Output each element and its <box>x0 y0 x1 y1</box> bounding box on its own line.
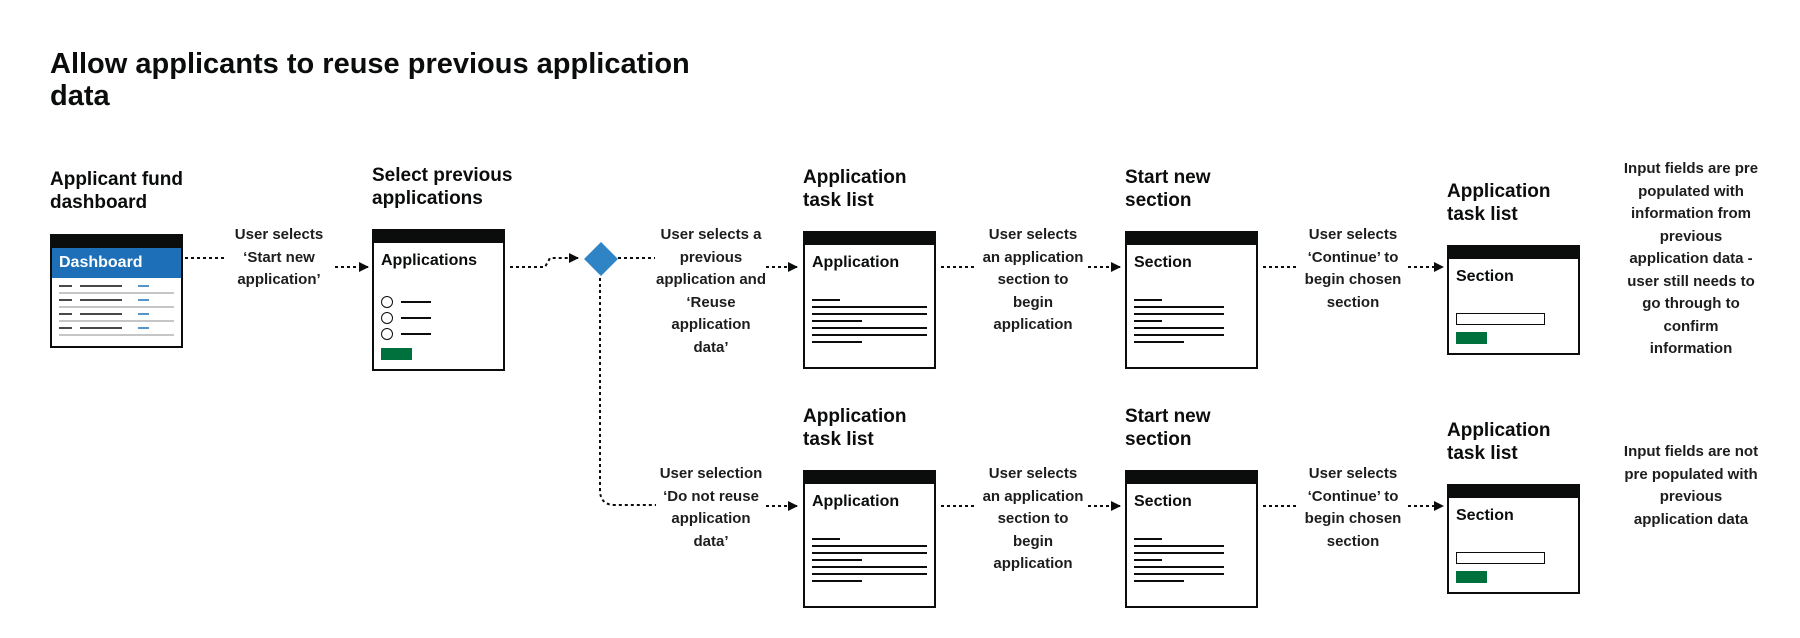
label-reuse: User selects a previous application and … <box>656 226 767 356</box>
screen-title: Section <box>1134 254 1192 271</box>
select-previous-heading: Select previous applications <box>372 165 513 209</box>
top-task-list-heading: Application task list <box>803 167 907 211</box>
connector-to-decision <box>510 253 579 268</box>
radio-circle <box>381 296 393 308</box>
text-line <box>812 306 927 308</box>
text-line <box>1134 299 1162 301</box>
decision-diamond <box>584 242 618 276</box>
label-start-new: User selects ‘Start new application’ <box>234 226 324 288</box>
label-do-not-reuse: User selection ‘Do not reuse application… <box>659 465 763 550</box>
top-application-screen: Application <box>803 231 936 369</box>
connector-decision-down <box>599 278 656 506</box>
bottom-task-list-heading: Application task list <box>803 406 907 450</box>
screen-header-bar <box>805 233 934 245</box>
continue-button <box>1456 571 1487 583</box>
dashboard-table <box>59 285 174 336</box>
radio-option <box>381 296 431 308</box>
text-line <box>1134 545 1224 547</box>
text-line <box>812 538 840 540</box>
radio-label-line <box>401 333 431 335</box>
screen-header-bar <box>374 231 503 243</box>
radio-option <box>381 328 431 340</box>
screen-title: Section <box>1134 493 1192 510</box>
text-line <box>812 299 840 301</box>
screen-title: Section <box>1456 268 1514 285</box>
note-bottom: Input fields are not pre populated with … <box>1623 443 1759 528</box>
screen-header-bar <box>52 236 181 248</box>
top-final-heading: Application task list <box>1447 181 1551 225</box>
screen-title: Section <box>1456 507 1514 524</box>
label-continue-top: User selects ‘Continue’ to begin chosen … <box>1304 226 1402 311</box>
text-line <box>812 559 862 561</box>
text-line <box>1134 566 1224 568</box>
confirm-button <box>1456 332 1487 344</box>
bottom-final-screen: Section <box>1447 484 1580 594</box>
text-line <box>1134 538 1162 540</box>
label-select-section-bottom: User selects an application section to b… <box>982 465 1084 572</box>
section-lines <box>1134 299 1249 348</box>
bottom-section-screen: Section <box>1125 470 1258 608</box>
text-line <box>1134 306 1224 308</box>
bottom-new-section-heading: Start new section <box>1125 406 1211 450</box>
dashboard-heading: Applicant fund dashboard <box>50 169 183 213</box>
section-lines <box>1134 538 1249 587</box>
top-final-screen: Section <box>1447 245 1580 355</box>
task-lines <box>812 538 927 587</box>
label-select-section-top: User selects an application section to b… <box>982 226 1084 333</box>
screen-header-bar <box>805 472 934 484</box>
prefilled-input <box>1456 313 1545 325</box>
screen-title: Application <box>812 493 900 510</box>
text-line <box>1134 341 1184 343</box>
text-line <box>1134 327 1224 329</box>
text-line <box>1134 320 1162 322</box>
continue-button <box>381 348 412 360</box>
screen-header-bar <box>1127 472 1256 484</box>
label-continue-bottom: User selects ‘Continue’ to begin chosen … <box>1304 465 1402 550</box>
text-line <box>1134 552 1224 554</box>
radio-label-line <box>401 317 431 319</box>
screen-title: Applications <box>381 252 478 269</box>
text-line <box>1134 334 1224 336</box>
text-line <box>812 580 862 582</box>
radio-option <box>381 312 431 324</box>
text-line <box>812 341 862 343</box>
top-section-screen: Section <box>1125 231 1258 369</box>
screen-header-bar <box>1449 247 1578 259</box>
dashboard-screen: Dashboard <box>50 234 183 348</box>
text-line <box>812 327 927 329</box>
bottom-final-heading: Application task list <box>1447 420 1551 464</box>
empty-input <box>1456 552 1545 564</box>
radio-label-line <box>401 301 431 303</box>
screen-title: Application <box>812 254 900 271</box>
text-line <box>812 552 927 554</box>
applications-screen: Applications <box>372 229 505 371</box>
top-new-section-heading: Start new section <box>1125 167 1211 211</box>
radio-circle <box>381 312 393 324</box>
text-line <box>1134 313 1224 315</box>
bottom-application-screen: Application <box>803 470 936 608</box>
task-lines <box>812 299 927 348</box>
text-line <box>1134 573 1224 575</box>
text-line <box>1134 559 1162 561</box>
text-line <box>812 313 927 315</box>
text-line <box>812 573 927 575</box>
text-line <box>812 320 862 322</box>
screen-header-bar <box>1127 233 1256 245</box>
page-title: Allow applicants to reuse previous appli… <box>50 48 690 112</box>
note-top: Input fields are pre populated with info… <box>1623 160 1759 357</box>
screen-header-bar <box>1449 486 1578 498</box>
dashboard-title-bar: Dashboard <box>52 248 181 278</box>
text-line <box>812 566 927 568</box>
text-line <box>1134 580 1184 582</box>
text-line <box>812 334 927 336</box>
radio-circle <box>381 328 393 340</box>
text-line <box>812 545 927 547</box>
